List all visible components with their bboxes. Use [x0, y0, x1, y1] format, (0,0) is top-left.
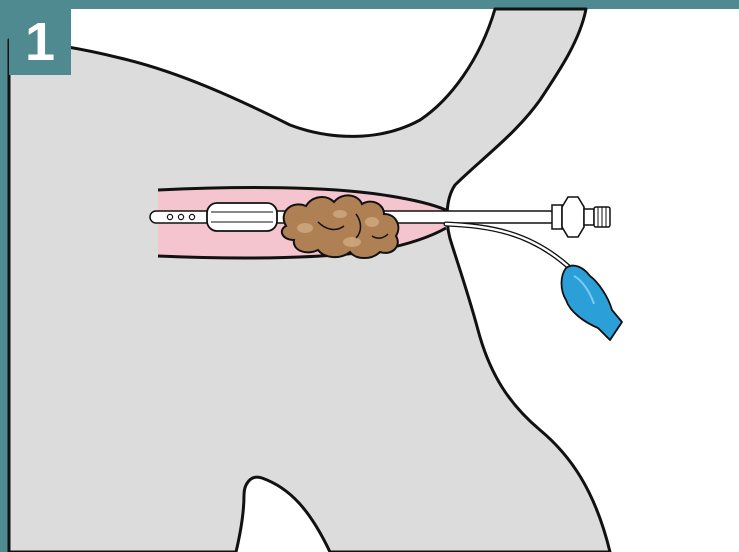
frame-top-border	[0, 0, 739, 9]
pilot-balloon-icon	[562, 266, 623, 340]
feces-mass-icon	[282, 195, 399, 258]
catheter-side-hole	[178, 214, 183, 219]
catheter-side-hole	[189, 214, 194, 219]
step-number-badge: 1	[9, 9, 71, 75]
catheter-balloon	[207, 203, 277, 231]
catheter-side-hole	[167, 214, 172, 219]
inflation-line	[446, 224, 570, 268]
animal-body-silhouette	[9, 9, 610, 552]
luer-connector-icon	[552, 197, 610, 237]
